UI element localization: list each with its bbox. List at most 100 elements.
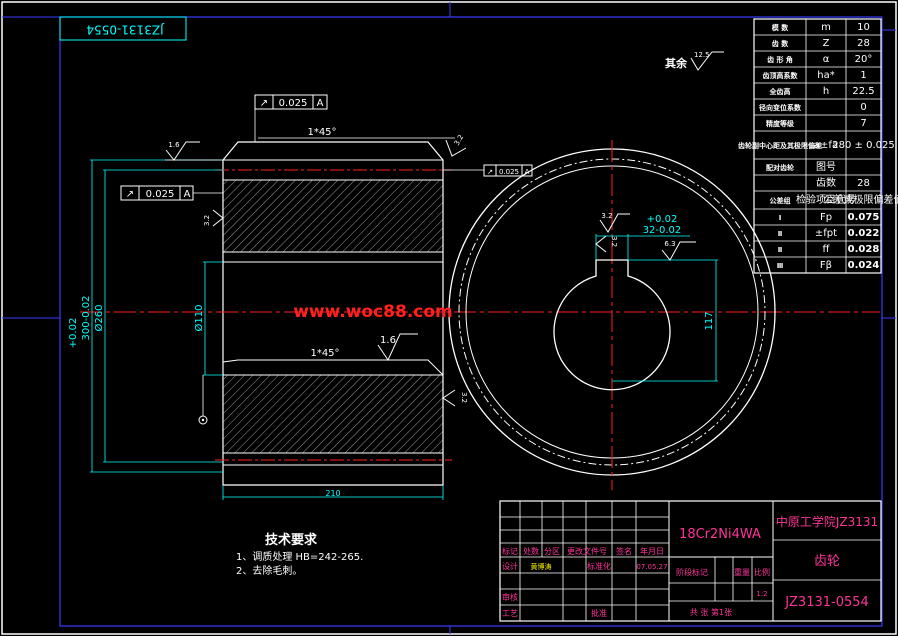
- gear-table-row: 齿数 28: [754, 175, 881, 192]
- watermark: www.woc88.com: [293, 302, 453, 322]
- gear-table-cell: 径向变位系数: [759, 103, 802, 112]
- surface-note-value: 12.5: [694, 51, 710, 59]
- gear-table-cell: Ⅱ: [778, 246, 783, 254]
- gear-table-cell: Ⅲ: [777, 262, 784, 270]
- gear-table-cell: 公差或极限偏差值: [824, 193, 898, 206]
- gear-table-cell: 精度等级: [766, 119, 795, 128]
- keyway-tol-upper: +0.02: [647, 214, 678, 225]
- gear-table-cell: Fp: [820, 212, 832, 223]
- tolerance-frame-top: ↗ 0.025 A: [254, 94, 328, 142]
- gear-table-cell: 7: [860, 118, 866, 129]
- gear-table-cell: 1: [860, 70, 866, 81]
- roughness-right-chamfer: 3.2: [445, 133, 467, 157]
- school-text: 中原工学院JZ3131: [776, 514, 878, 529]
- roughness-side-right-value: 6.3: [664, 240, 675, 248]
- gear-table-cell: 0.022: [848, 228, 880, 239]
- gear-table-row: 齿 形 角 α 20°: [754, 51, 881, 68]
- scale-value: 1:2: [756, 590, 767, 598]
- gear-table-cell: 0: [860, 102, 866, 113]
- label-signature: 签名: [616, 546, 632, 556]
- keyway-tol-value: 32-0.02: [643, 225, 682, 236]
- part-name-text: 齿轮: [814, 554, 840, 569]
- roughness-right-value: 3.2: [453, 133, 465, 147]
- gear-table-row: 径向变位系数 0: [754, 99, 881, 116]
- roughness-top: 1.6: [165, 141, 223, 161]
- gear-table-cell: 齿轮副中心距及其极限偏差: [738, 141, 822, 150]
- dim-mid-value: Ø260: [93, 305, 105, 332]
- hatch-upper: [223, 180, 443, 252]
- gear-table-cell: 22.5: [852, 86, 874, 97]
- dim-width-value: 210: [325, 489, 340, 498]
- gear-table-cell: 0.075: [848, 212, 880, 223]
- gear-table-cell: 公差组: [770, 196, 791, 205]
- tolerance-right-symbol: ↗: [487, 168, 493, 176]
- gear-table-row: 全齿高 h 22.5: [754, 83, 881, 100]
- gear-table-cell: 10: [857, 22, 870, 33]
- label-process: 工艺: [502, 609, 518, 618]
- tolerance-left-datum: A: [184, 189, 191, 200]
- gear-table-cell: 28: [857, 178, 870, 189]
- gear-table-cell: a±fa: [814, 140, 838, 151]
- label-count: 处数: [523, 546, 539, 556]
- chamfer-inner-label: 1*45°: [310, 348, 339, 359]
- roughness-inner: 1.6: [377, 333, 418, 362]
- front-view: +0.02 300-0.02 Ø260 Ø110 210 1*45° 1*45°…: [68, 94, 880, 500]
- gear-table-cell: α: [823, 54, 830, 65]
- gear-table-cell: 280 ± 0.025: [832, 140, 894, 151]
- hatch-lower: [223, 375, 443, 453]
- gear-table-cell: ±fpt: [815, 228, 837, 239]
- gear-table-cell: Fβ: [820, 260, 832, 271]
- tolerance-frame-right: ↗ 0.025 A: [443, 164, 533, 177]
- tolerance-left-value: 0.025: [146, 189, 175, 200]
- gear-table-cell: 0.028: [848, 244, 880, 255]
- label-zone: 分区: [544, 547, 560, 556]
- gear-table-cell: Ⅱ: [778, 230, 783, 238]
- code-box: [59, 16, 187, 41]
- gear-table-cell: 图号: [816, 161, 836, 173]
- roughness-keyway: 3.2: [599, 212, 630, 233]
- label-weight: 重量: [734, 567, 750, 577]
- gear-table-cell: 齿 形 角: [767, 55, 793, 64]
- gear-table-cell: h: [823, 86, 829, 97]
- gear-table-cell: 模 数: [772, 23, 789, 32]
- label-approve: 批准: [591, 608, 607, 618]
- gear-table-cell: m: [821, 22, 831, 33]
- sheets-text: 共 张 第1张: [690, 607, 732, 617]
- tech-req-title: 技术要求: [265, 532, 318, 548]
- label-standardize: 标准化: [587, 561, 611, 571]
- gear-table-cell: 配对齿轮: [766, 163, 794, 172]
- label-scale: 比例: [754, 567, 770, 577]
- label-date: 年月日: [640, 546, 664, 556]
- tech-req-item-1: 1、调质处理 HB=242-265.: [236, 551, 363, 563]
- label-change-doc: 更改文件号: [567, 546, 607, 556]
- surface-note-label: 其余: [665, 56, 688, 70]
- drawing-no-text: JZ3131-0554: [784, 595, 869, 610]
- chamfer-top-label: 1*45°: [307, 127, 336, 138]
- inner-border: [59, 16, 883, 627]
- tolerance-top-datum: A: [317, 98, 324, 109]
- roughness-bottom-right-value: 3.2: [460, 392, 468, 403]
- gear-table-cell: 齿 数: [772, 39, 789, 48]
- tolerance-left-symbol: ↗: [126, 189, 134, 200]
- gear-table-cell: 全齿高: [769, 87, 791, 96]
- roughness-keyway-side: 3.2: [595, 235, 618, 253]
- gear-table-row: Ⅱ ±fpt 0.022: [754, 225, 881, 242]
- tolerance-frame-left: ↗ 0.025 A: [120, 185, 223, 201]
- datum-dot: [201, 418, 205, 422]
- roughness-keyway-value: 3.2: [601, 212, 612, 220]
- tolerance-top-symbol: ↗: [260, 98, 268, 109]
- tech-req-item-2: 2、去除毛刺。: [236, 564, 302, 577]
- roughness-side-right: 6.3: [661, 240, 696, 261]
- label-stage-mark: 阶段标记: [676, 567, 708, 577]
- gear-table-cell: 20°: [855, 54, 873, 65]
- label-design: 设计: [502, 561, 518, 571]
- material-text: 18Cr2Ni4WA: [679, 527, 761, 542]
- title-block: 18Cr2Ni4WA 中原工学院JZ3131 齿轮 JZ3131-0554 标记…: [499, 500, 882, 622]
- label-mark: 标记: [502, 546, 518, 556]
- gear-table-cell: 齿数: [816, 176, 836, 189]
- tolerance-right-value: 0.025: [499, 168, 519, 176]
